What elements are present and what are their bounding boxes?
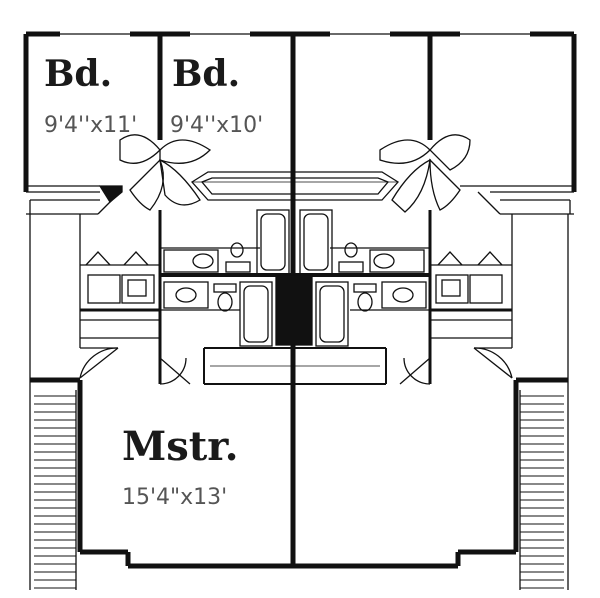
stair-treads-left [34, 395, 76, 589]
bedroom-closets [26, 185, 574, 215]
hall-walls [29, 214, 569, 380]
room-name: Mstr. [122, 423, 239, 470]
room-dimensions: 9'4''x11' [44, 113, 137, 138]
room-label-master: Mstr. 15'4"x13' [122, 423, 239, 510]
room-dimensions: 9'4''x10' [170, 113, 263, 138]
stairs-left [29, 380, 77, 590]
laundry-right [430, 251, 513, 349]
room-label-bedroom-2: Bd. 9'4''x10' [170, 53, 263, 138]
upper-fixtures [163, 242, 425, 273]
lower-tubs [239, 281, 349, 347]
heavy-walls [23, 31, 577, 569]
room-dimensions: 15'4"x13' [122, 485, 227, 510]
laundry-left [79, 251, 160, 349]
plan-linework [23, 31, 577, 590]
hall-doors-right [379, 134, 471, 213]
hall-doors-left [119, 134, 212, 211]
bath-walls [158, 210, 432, 385]
room-name: Bd. [172, 53, 240, 95]
upper-tubs [256, 209, 333, 275]
stairs-right [519, 380, 569, 590]
master-doors [79, 347, 513, 385]
central-shelf [191, 171, 399, 201]
stair-treads-right [520, 395, 564, 589]
room-name: Bd. [44, 53, 112, 95]
room-label-bedroom-1: Bd. 9'4''x11' [44, 53, 137, 138]
lower-fixtures [163, 281, 427, 312]
